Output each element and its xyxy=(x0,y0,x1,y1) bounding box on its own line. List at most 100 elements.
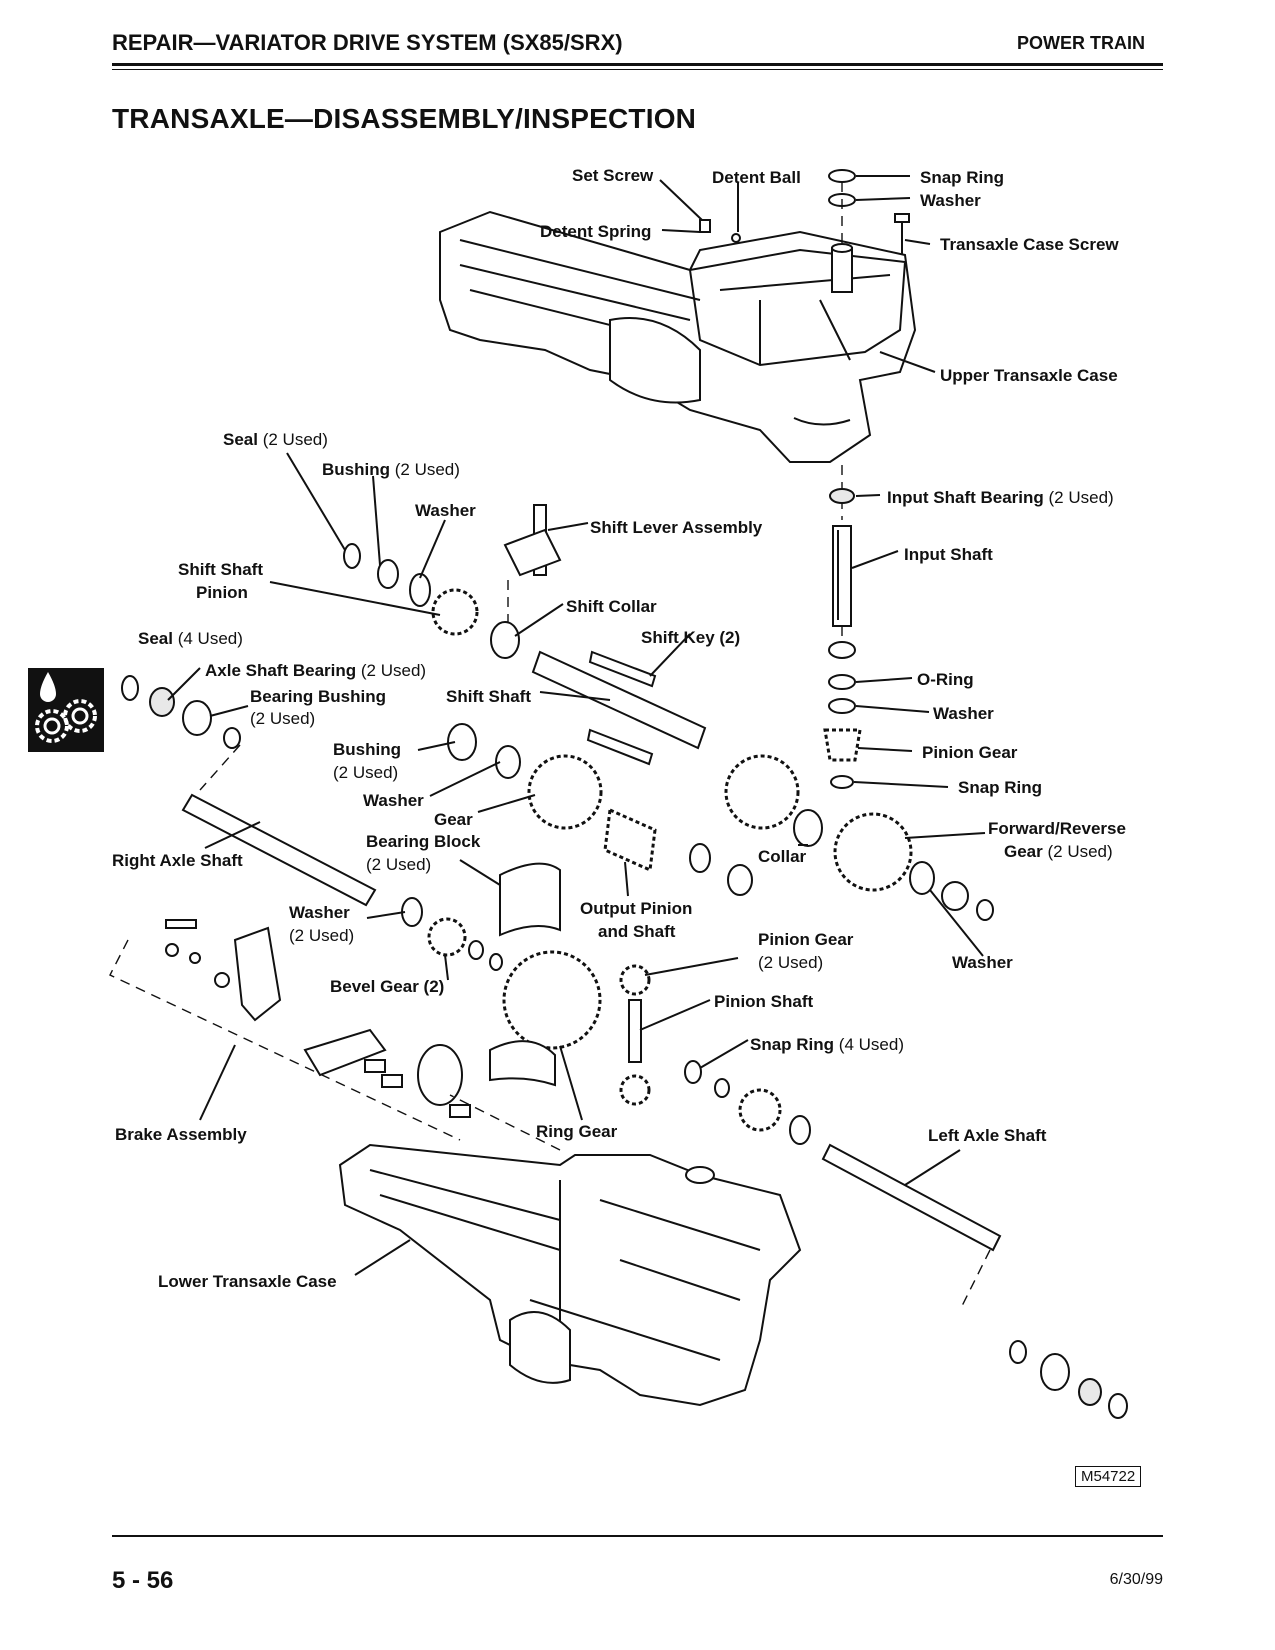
label-pinion-gear-2: Pinion Gear xyxy=(758,930,854,949)
label-transaxle-case-screw: Transaxle Case Screw xyxy=(940,235,1119,254)
label-snap-ring-top: Snap Ring xyxy=(920,168,1004,187)
axle-shaft-bearing-part xyxy=(149,687,175,717)
label-snap-ring-mid: Snap Ring xyxy=(958,778,1042,797)
label-set-screw: Set Screw xyxy=(572,166,654,185)
label-lower-transaxle-case: Lower Transaxle Case xyxy=(158,1272,337,1291)
footer-rule xyxy=(112,1535,1163,1537)
shift-gear-part xyxy=(724,754,800,830)
differential-group xyxy=(401,897,811,1145)
shift-shaft-pinion-part xyxy=(431,588,479,636)
label-bearing-block-qty: (2 Used) xyxy=(366,855,431,874)
header-section: POWER TRAIN xyxy=(1017,33,1145,53)
center-gear-group xyxy=(447,723,994,937)
gear-drop-icon xyxy=(35,672,97,743)
label-bevel-gear: Bevel Gear (2) xyxy=(330,977,444,996)
set-screw-part xyxy=(699,219,711,233)
label-forward-reverse-1: Forward/Reverse xyxy=(988,819,1126,838)
page-title: TRANSAXLE—DISASSEMBLY/INSPECTION xyxy=(112,103,697,134)
right-axle-shaft-part xyxy=(181,793,377,907)
label-shift-shaft-pinion-2: Pinion xyxy=(196,583,248,602)
detent-ball-part xyxy=(731,233,741,243)
snap-ring-part xyxy=(828,169,856,183)
left-bearing-group xyxy=(121,675,377,907)
label-shift-lever-assembly: Shift Lever Assembly xyxy=(590,518,763,537)
label-detent-ball: Detent Ball xyxy=(712,168,801,187)
ring-gear-part xyxy=(502,950,602,1050)
header-title: REPAIR—VARIATOR DRIVE SYSTEM (SX85/SRX) xyxy=(112,30,623,55)
label-pinion-gear: Pinion Gear xyxy=(922,743,1018,762)
brake-assembly-group xyxy=(109,919,471,1141)
label-bearing-bushing: Bearing Bushing xyxy=(250,687,386,706)
label-pinion-gear-2-qty: (2 Used) xyxy=(758,953,823,972)
shift-key-part xyxy=(588,650,657,688)
label-bushing-2: Bushing (2 Used) xyxy=(322,460,460,479)
label-output-pinion-2: and Shaft xyxy=(598,922,676,941)
label-input-shaft-bearing: Input Shaft Bearing (2 Used) xyxy=(887,488,1114,507)
header-rule-thin xyxy=(112,69,1163,70)
left-axle-group xyxy=(821,1143,1128,1419)
washer-a-part xyxy=(409,573,431,607)
snap-ring-4-part xyxy=(684,1060,702,1084)
upper-transaxle-case-drawing xyxy=(439,210,917,463)
bevel-gear-part xyxy=(427,917,467,957)
lower-transaxle-case-drawing xyxy=(338,1094,802,1407)
washer-mid-part xyxy=(828,698,856,714)
footer-date: 6/30/99 xyxy=(1109,1571,1163,1588)
label-upper-transaxle-case: Upper Transaxle Case xyxy=(940,366,1118,385)
output-pinion-part xyxy=(603,807,657,873)
label-washer-e: Washer xyxy=(952,953,1013,972)
top-small-parts xyxy=(699,169,910,255)
label-collar: Collar xyxy=(758,847,807,866)
label-o-ring: O-Ring xyxy=(917,670,974,689)
bearing-block-part xyxy=(499,862,561,937)
label-pinion-shaft: Pinion Shaft xyxy=(714,992,814,1011)
bushing-2-part xyxy=(377,559,399,589)
label-shift-shaft-pinion-1: Shift Shaft xyxy=(178,560,263,579)
seal-2-part xyxy=(343,543,361,569)
pinion-shaft-part xyxy=(628,999,642,1063)
label-detent-spring: Detent Spring xyxy=(540,222,651,241)
collar-part xyxy=(793,809,823,847)
label-gear: Gear xyxy=(434,810,473,829)
leader-lines xyxy=(167,175,986,1276)
label-input-shaft: Input Shaft xyxy=(904,545,993,564)
label-shift-collar: Shift Collar xyxy=(566,597,657,616)
forward-reverse-gear-part xyxy=(833,812,913,892)
label-washer-d: Washer xyxy=(289,903,350,922)
label-washer-d-qty: (2 Used) xyxy=(289,926,354,945)
label-bearing-bushing-qty: (2 Used) xyxy=(250,709,315,728)
bearing-bushing-part xyxy=(182,700,212,736)
input-shaft-bearing-part xyxy=(829,488,855,504)
label-bushing-b: Bushing xyxy=(333,740,401,759)
label-shift-key: Shift Key (2) xyxy=(641,628,740,647)
label-right-axle-shaft: Right Axle Shaft xyxy=(112,851,243,870)
shift-shaft-group xyxy=(343,504,800,830)
label-left-axle-shaft: Left Axle Shaft xyxy=(928,1126,1047,1145)
power-train-side-tab xyxy=(28,668,104,752)
label-bearing-block: Bearing Block xyxy=(366,832,481,851)
label-brake-assembly: Brake Assembly xyxy=(115,1125,247,1144)
pinion-gear-part xyxy=(823,728,862,762)
pinion-gear-2-part xyxy=(619,964,651,996)
bushing-b-part xyxy=(447,723,477,761)
label-output-pinion-1: Output Pinion xyxy=(580,899,692,918)
o-ring-part xyxy=(828,674,856,690)
washer-e-part xyxy=(789,1115,811,1145)
label-shift-shaft: Shift Shaft xyxy=(446,687,531,706)
brake-lever-part xyxy=(233,926,282,1022)
label-washer-c: Washer xyxy=(363,791,424,810)
label-snap-ring-4: Snap Ring (4 Used) xyxy=(750,1035,904,1054)
label-washer-a: Washer xyxy=(415,501,476,520)
seal-4-part xyxy=(121,675,139,701)
snap-ring-mid-part xyxy=(830,775,854,789)
figure-number: M54722 xyxy=(1075,1466,1142,1487)
label-washer-top: Washer xyxy=(920,191,981,210)
label-bushing-b-qty: (2 Used) xyxy=(333,763,398,782)
label-forward-reverse-2: Gear (2 Used) xyxy=(1004,842,1113,861)
page-number: 5 - 56 xyxy=(112,1567,174,1594)
washer-b-part xyxy=(495,745,521,779)
shift-collar-part xyxy=(490,621,520,659)
part-labels: Set Screw Detent Ball Snap Ring Washer D… xyxy=(112,166,1126,1291)
label-seal-4: Seal (4 Used) xyxy=(138,629,243,648)
